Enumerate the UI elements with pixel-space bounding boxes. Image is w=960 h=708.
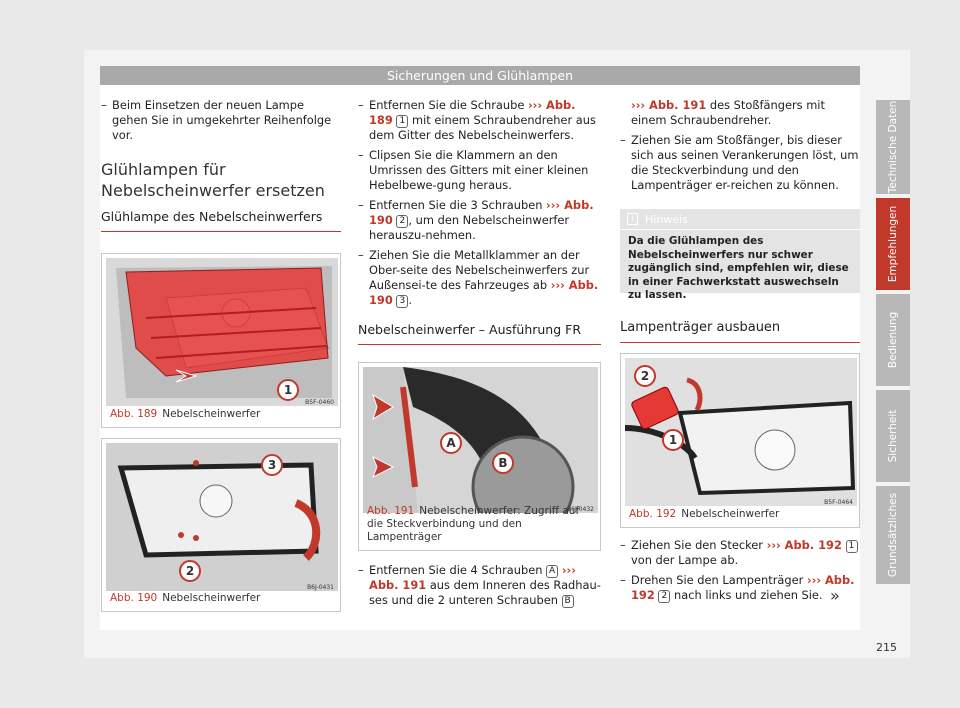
callout-3: 3 (268, 458, 276, 472)
tab-empfehlungen[interactable]: Empfehlungen (876, 198, 910, 290)
figure-link[interactable]: ››› Abb. 191 (369, 563, 576, 592)
list-item-continued: ››› Abb. 191 des Stoßfängers mit einem S… (631, 98, 825, 127)
subsection-heading: Glühlampe des Nebelscheinwerfers (101, 209, 341, 232)
figure-link[interactable]: ››› Abb. 192 (631, 573, 855, 602)
list-item: –Beim Einsetzen der neuen Lampe gehen Si… (101, 98, 332, 142)
fog-light-grille-illustration: 1 B5F-0460 (106, 258, 338, 406)
tab-technische-daten[interactable]: Technische Daten (876, 100, 910, 194)
callout-1: 1 (669, 433, 677, 447)
info-icon: i (627, 213, 638, 225)
callout-a: A (446, 436, 456, 450)
page-header: Sicherungen und Glühlampen (100, 66, 860, 85)
figure-code: B5F-0464 (824, 499, 853, 506)
column-1: –Beim Einsetzen der neuen Lampe gehen Si… (101, 98, 341, 232)
callout-2: 2 (186, 564, 194, 578)
figure-link[interactable]: ››› Abb. 191 (631, 98, 707, 112)
column-3-heading: Lampenträger ausbauen (620, 320, 860, 343)
list-item: –Entfernen Sie die Schraube ››› Abb. 189… (358, 98, 596, 142)
page-number: 215 (876, 641, 897, 654)
column-3: ››› Abb. 191 des Stoßfängers mit einem S… (620, 98, 860, 198)
list-item: –Ziehen Sie die Metallklammer an der Obe… (358, 248, 599, 308)
callout-1: 1 (284, 383, 292, 397)
list-item: –Drehen Sie den Lampenträger ››› Abb. 19… (620, 573, 855, 603)
figure-link[interactable]: ››› Abb. 190 (369, 198, 594, 227)
figure-link[interactable]: ››› Abb. 190 (369, 278, 599, 307)
callout-2: 2 (641, 369, 649, 383)
figure-link[interactable]: ››› Abb. 192 (766, 538, 842, 552)
list-item: –Entfernen Sie die 4 Schrauben A ››› Abb… (358, 563, 601, 608)
tab-grundsaetzliches[interactable]: Grundsätzliches (876, 486, 910, 584)
column-2: –Entfernen Sie die Schraube ››› Abb. 189… (358, 98, 601, 345)
list-item: –Ziehen Sie den Stecker ››› Abb. 192 1 v… (620, 538, 860, 568)
subsection-heading: Lampenträger ausbauen (620, 320, 860, 343)
list-item: –Clipsen Sie die Klammern an den Umrisse… (358, 148, 589, 192)
figure-link[interactable]: ››› Abb. 189 (369, 98, 576, 127)
fog-light-removal-illustration: 3 2 B6J-0431 (106, 443, 338, 591)
tab-bedienung[interactable]: Bedienung (876, 294, 910, 386)
continue-marker: » (830, 586, 840, 605)
figure-code: B6J-0432 (567, 506, 594, 513)
tab-sicherheit[interactable]: Sicherheit (876, 390, 910, 482)
figure-code: B5F-0460 (305, 399, 334, 406)
subsection-heading: Nebelscheinwerfer – Ausführung FR (358, 322, 601, 345)
column-2-bottom: –Entfernen Sie die 4 Schrauben A ››› Abb… (358, 563, 601, 613)
section-heading: Glühlampen für Nebelscheinwerfer ersetze… (101, 160, 325, 200)
column-3-bottom: –Ziehen Sie den Stecker ››› Abb. 192 1 v… (620, 538, 860, 608)
wheel-arch-illustration: A B B6J-0432 (363, 367, 598, 513)
figure-code: B6J-0431 (307, 584, 334, 591)
list-item: –Ziehen Sie am Stoßfänger, bis dieser si… (620, 133, 859, 192)
callout-b: B (498, 456, 507, 470)
note-text: Da die Glühlampen des Nebelscheinwerfers… (628, 235, 849, 301)
list-item: –Entfernen Sie die 3 Schrauben ››› Abb. … (358, 198, 594, 242)
lamp-holder-illustration: 2 1 B5F-0464 (625, 358, 857, 506)
